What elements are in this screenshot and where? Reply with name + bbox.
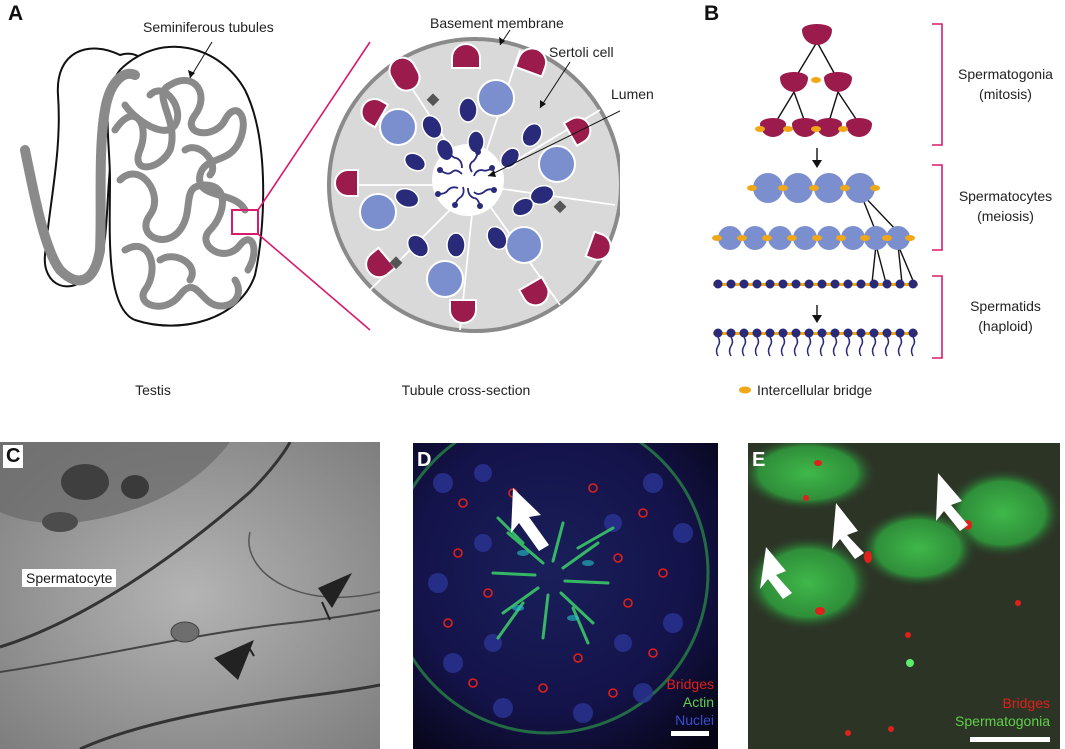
panel-d-fluorescence-image (413, 443, 718, 749)
panel-letter-c: C (3, 445, 24, 468)
stage-spermatocytes-name: Spermatocytes (958, 188, 1053, 204)
stage-spermatids-sub: (haploid) (978, 318, 1033, 334)
stage-spermatocytes: Spermatocytes (meiosis) (953, 186, 1058, 226)
callout-seminiferous-tubules: Seminiferous tubules (143, 19, 274, 35)
zoom-box (231, 209, 259, 235)
seminiferous-tubules (111, 76, 258, 310)
legend-d-actin: Actin (682, 694, 714, 710)
stage-spermatids: Spermatids (haploid) (953, 296, 1058, 336)
em-micrograph (0, 442, 380, 749)
epididymis-duct (20, 68, 140, 286)
callout-lumen: Lumen (611, 86, 654, 102)
panel-e-fluorescence-image (748, 443, 1060, 749)
stage-spermatogonia-sub: (mitosis) (979, 86, 1032, 102)
legend-intercellular-bridge: Intercellular bridge (757, 382, 873, 398)
legend-d: Bridges Actin Nuclei (620, 675, 714, 729)
legend-d-bridges: Bridges (666, 676, 714, 692)
spermatogenesis-diagram (712, 23, 943, 394)
callout-basement-membrane: Basement membrane (430, 15, 564, 31)
legend-e-bridges: Bridges (1002, 695, 1050, 711)
legend-e-spermatogonia: Spermatogonia (955, 713, 1050, 729)
stage-spermatids-name: Spermatids (970, 298, 1041, 314)
legend-e: Bridges Spermatogonia (900, 694, 1050, 730)
legend-d-nuclei: Nuclei (675, 712, 714, 728)
panel-c-em-image (0, 442, 380, 749)
label-spermatocyte: Spermatocyte (22, 569, 117, 587)
panel-letter-b: B (704, 2, 720, 25)
stage-spermatogonia-name: Spermatogonia (958, 66, 1053, 82)
fluorescence-micrograph-d (413, 443, 718, 749)
panel-letter-e: E (752, 449, 766, 471)
caption-tubule-cross-section: Tubule cross-section (401, 382, 531, 398)
fluorescence-micrograph-e (748, 443, 1060, 749)
panel-letter-d: D (417, 449, 432, 471)
caption-testis: Testis (135, 382, 171, 398)
tubule-cross-section (327, 37, 620, 333)
panel-letter-a: A (8, 2, 24, 25)
stage-spermatocytes-sub: (meiosis) (977, 208, 1034, 224)
callout-sertoli-cell: Sertoli cell (549, 44, 614, 60)
testis-diagram (20, 29, 620, 333)
stage-spermatogonia: Spermatogonia (mitosis) (953, 64, 1058, 104)
